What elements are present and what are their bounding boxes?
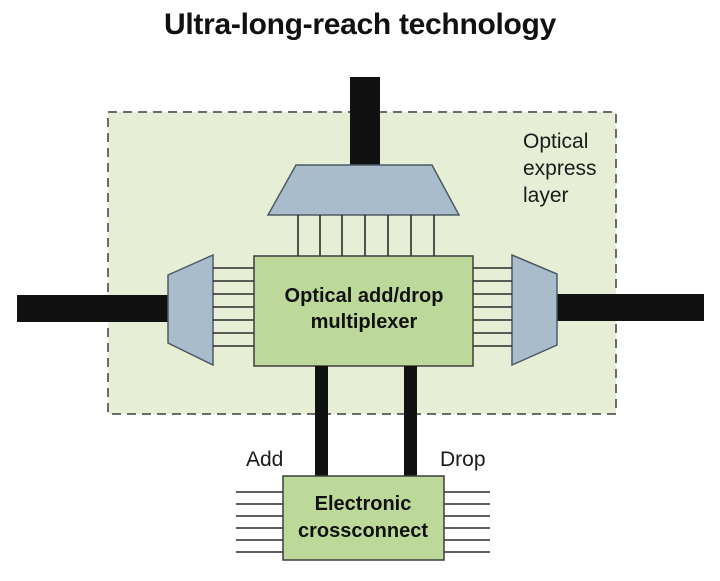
layer-label-line2: express xyxy=(523,157,597,180)
top-demux-icon xyxy=(266,164,461,216)
layer-label-line3: layer xyxy=(523,184,569,207)
left-fiber xyxy=(17,295,169,322)
layer-label-line1: Optical xyxy=(523,130,588,153)
top-fiber xyxy=(350,77,380,170)
exc-left-strands xyxy=(236,491,283,553)
exc-label-line1: Electronic xyxy=(315,493,412,515)
right-strands xyxy=(473,267,512,347)
exc-label-line2: crossconnect xyxy=(298,520,428,542)
add-fiber xyxy=(315,366,328,476)
right-fiber xyxy=(556,294,704,321)
right-demux-icon xyxy=(511,253,558,367)
exc-box xyxy=(282,475,445,561)
left-demux-icon xyxy=(167,253,214,367)
drop-label: Drop xyxy=(440,448,486,471)
add-label: Add xyxy=(246,448,283,471)
diagram-title: Ultra-long-reach technology xyxy=(164,8,556,41)
oadm-label-line2: multiplexer xyxy=(311,311,418,333)
oadm-box xyxy=(253,255,474,367)
top-strands xyxy=(297,215,435,256)
drop-fiber xyxy=(404,366,417,476)
oadm-label-line1: Optical add/drop xyxy=(285,285,444,307)
exc-right-strands xyxy=(444,491,490,553)
left-strands xyxy=(213,267,254,347)
